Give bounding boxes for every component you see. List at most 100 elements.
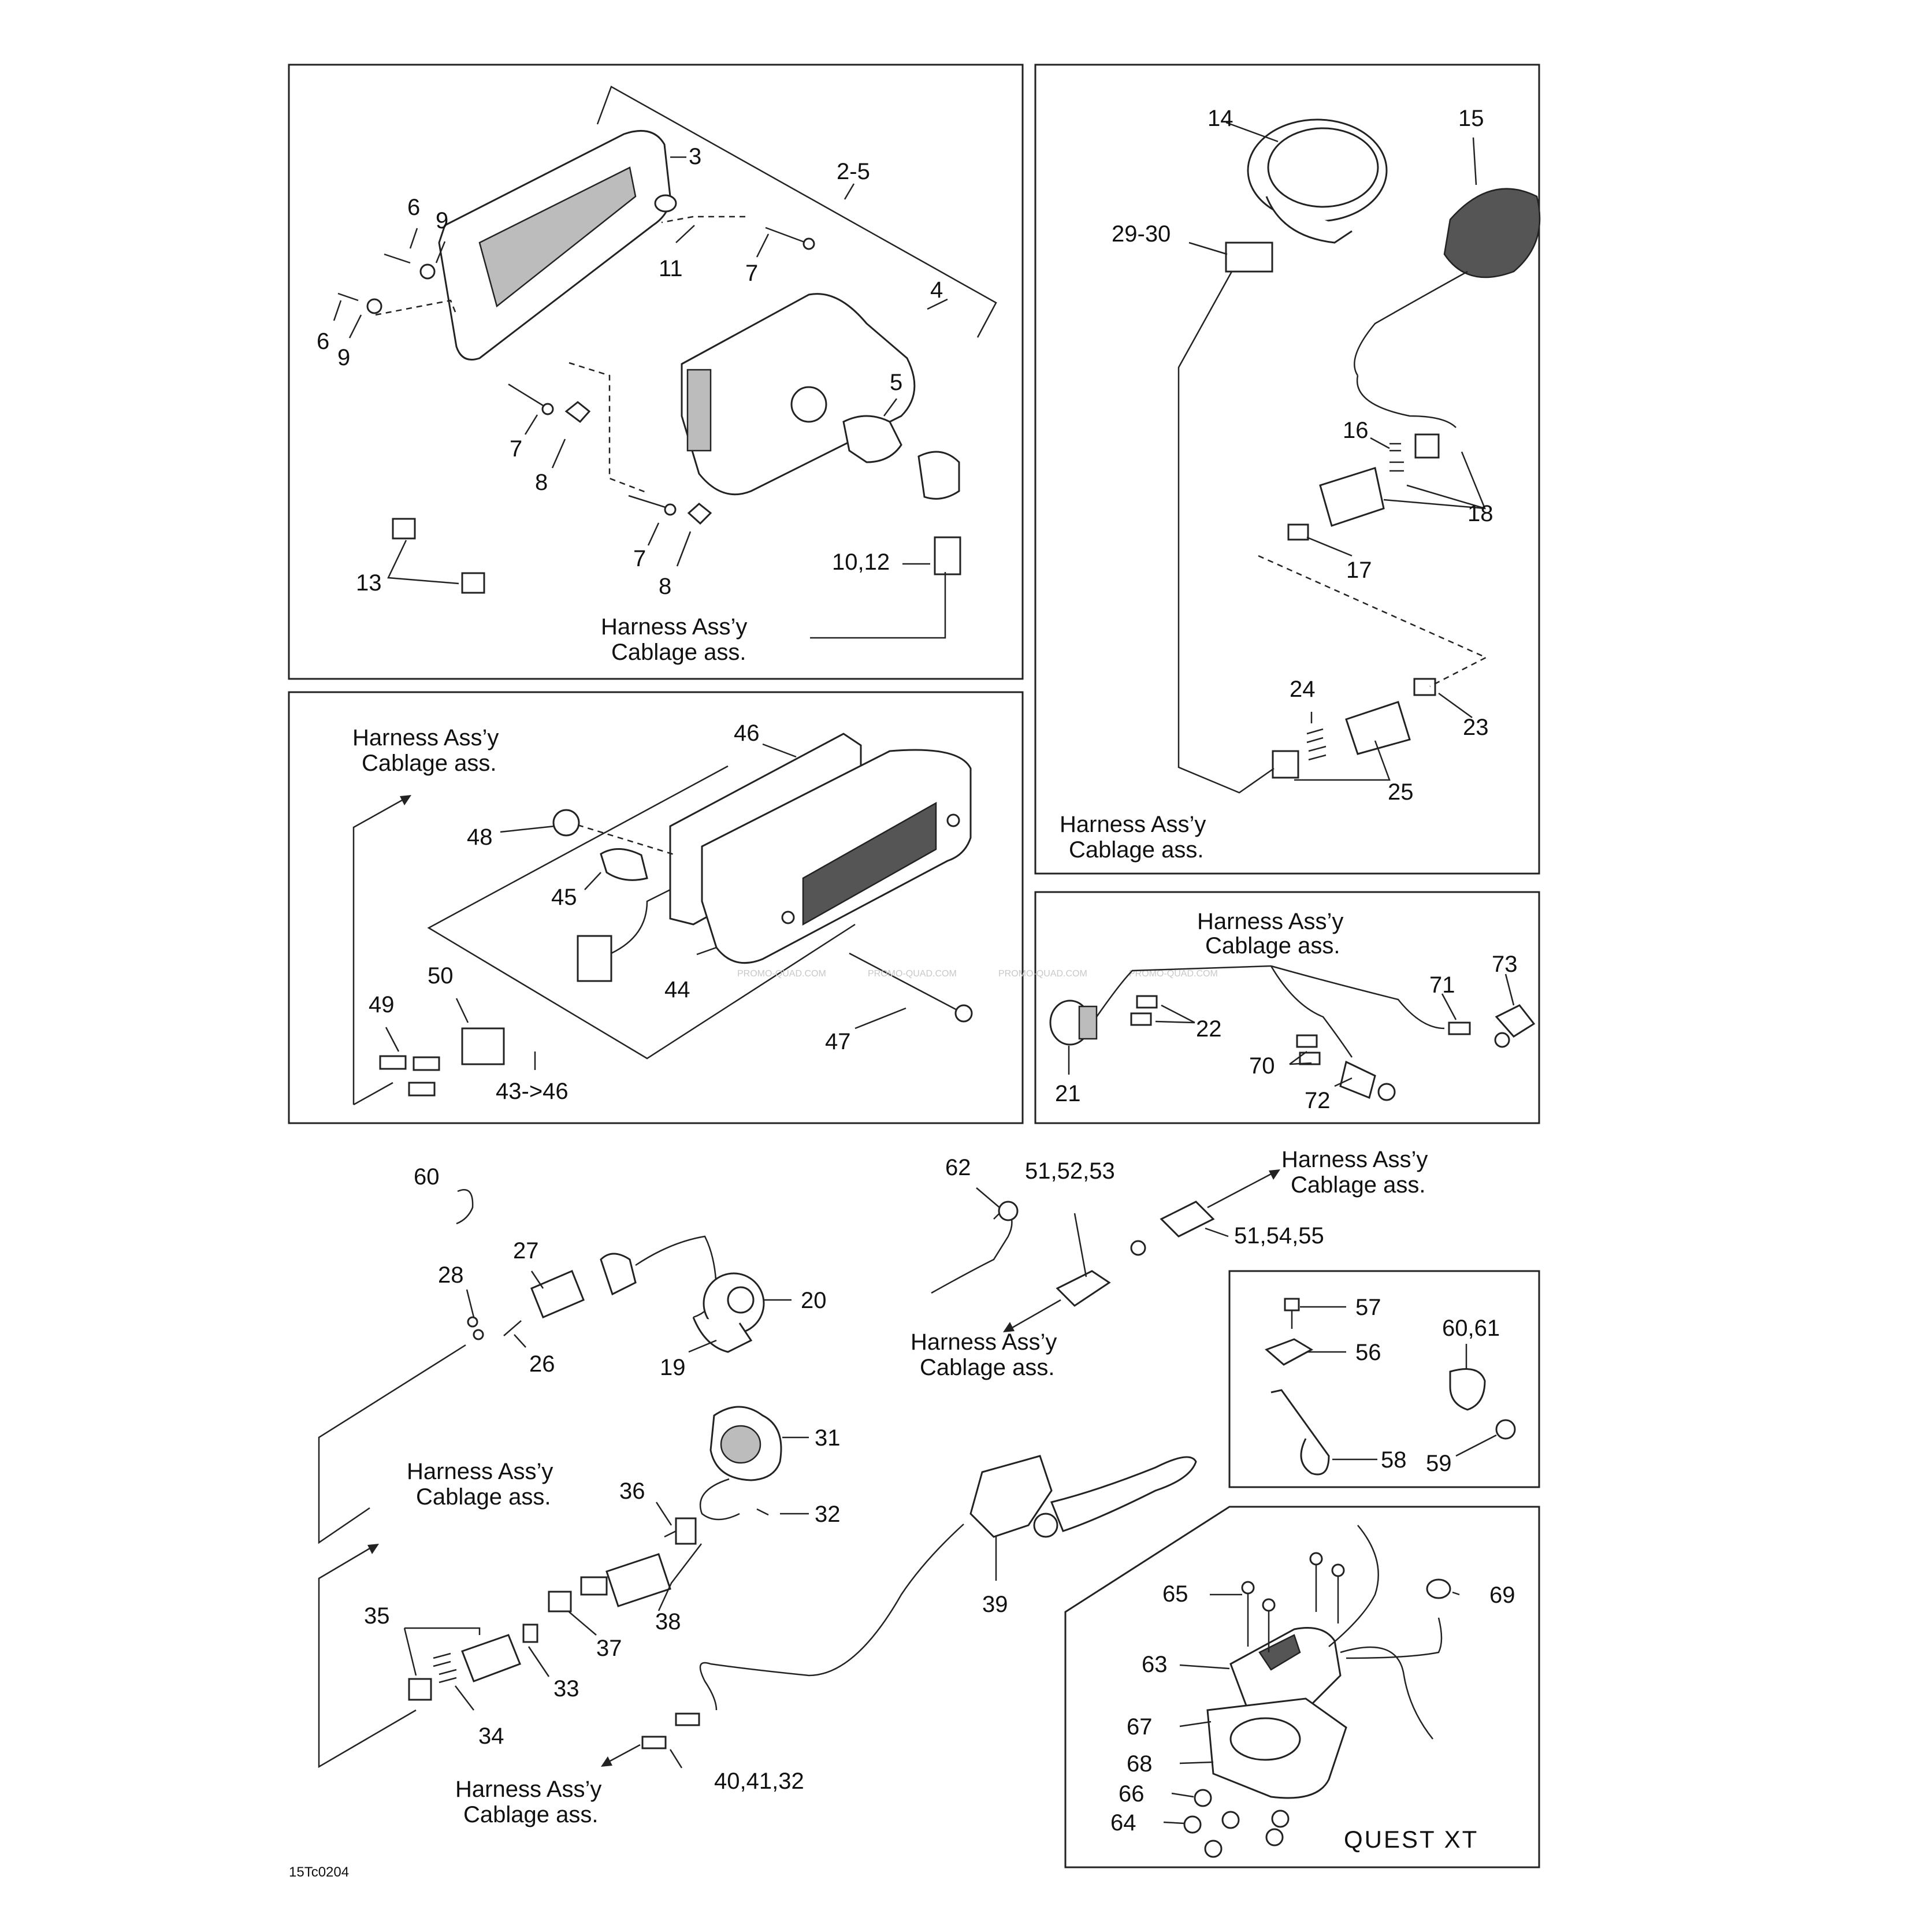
callout-70: 70: [1249, 1053, 1275, 1079]
watermark: PROMO-QUAD.COM: [868, 969, 957, 979]
callout-40-41-32: 40,41,32: [714, 1768, 804, 1794]
fasteners-assembly: [1265, 1298, 1516, 1476]
connector-part: [530, 1270, 585, 1318]
callout-65: 65: [1162, 1581, 1188, 1607]
callout-33: 33: [553, 1676, 579, 1701]
taillight-assembly: [352, 733, 973, 1106]
headlamp-panel: [288, 64, 1024, 680]
callout-2-5: 2-5: [837, 159, 870, 184]
harness-label: Harness Ass’y: [352, 725, 499, 750]
callout-17: 17: [1346, 558, 1372, 583]
watermark: PROMO-QUAD.COM: [1129, 969, 1218, 979]
watermark: PROMO-QUAD.COM: [737, 969, 826, 979]
callout-10-12: 10,12: [832, 549, 890, 575]
callout-35: 35: [364, 1603, 390, 1629]
callout-51-54-55: 51,54,55: [1234, 1223, 1324, 1249]
callout-6: 6: [317, 329, 329, 354]
callout-5: 5: [890, 370, 902, 395]
callout-68: 68: [1127, 1751, 1153, 1777]
actuator-housing-part: [1229, 1627, 1342, 1711]
fasteners-panel: [1228, 1270, 1540, 1488]
callout-37: 37: [596, 1636, 622, 1661]
callout-22: 22: [1196, 1016, 1222, 1042]
brake-switch-callouts: 62 51,52,53 51,54,55 Harness Ass’y Cabla…: [911, 1147, 1428, 1380]
harness-label: Harness Ass’y: [407, 1459, 553, 1484]
callout-57: 57: [1355, 1295, 1381, 1320]
callout-47: 47: [825, 1029, 851, 1054]
harness-label: Harness Ass’y: [1281, 1147, 1428, 1172]
callout-6: 6: [407, 195, 420, 220]
quest-xt-panel: [1064, 1506, 1540, 1868]
callout-50: 50: [428, 963, 454, 989]
callout-48: 48: [467, 824, 493, 850]
taillight-panel: [288, 691, 1024, 1124]
connector-part: [1056, 1270, 1111, 1307]
callout-29-30: 29-30: [1112, 221, 1171, 247]
callout-23: 23: [1463, 715, 1489, 740]
harness-label-fr: Cablage ass.: [1291, 1172, 1425, 1198]
ignition-callouts: 60 27 28 20 26 19: [414, 1164, 827, 1380]
gauge-part: [1443, 188, 1541, 278]
callout-15: 15: [1458, 106, 1484, 131]
handlebar-assembly: [318, 1406, 1197, 1768]
watermark: PROMO-QUAD.COM: [998, 969, 1087, 979]
harness-label-fr: Cablage ass.: [1069, 837, 1203, 863]
switches-panel: [1034, 891, 1540, 1124]
callout-7: 7: [510, 436, 522, 462]
switches-callouts: Harness Ass’y Cablage ass. 73 71 22 70 7…: [1055, 909, 1518, 1113]
callout-69: 69: [1489, 1582, 1515, 1608]
callout-44: 44: [664, 977, 690, 1002]
cable-tie-part: [1270, 1389, 1330, 1476]
callout-60-61: 60,61: [1442, 1316, 1500, 1341]
fasteners-callouts: 57 60,61 56 58 59: [1355, 1295, 1500, 1476]
harness-label-fr: Cablage ass.: [463, 1802, 598, 1827]
sensor-part: [1495, 1004, 1536, 1038]
callout-9: 9: [436, 208, 448, 233]
switches-assembly: [1049, 965, 1536, 1101]
gauges-callouts: 14 15 29-30 16 18 17 24 23 25 Harness As…: [1060, 106, 1493, 863]
callout-31: 31: [815, 1425, 841, 1451]
callout-8: 8: [659, 574, 671, 599]
callout-19: 19: [660, 1355, 686, 1380]
bulb-part: [600, 848, 648, 881]
callout-14: 14: [1208, 106, 1233, 131]
callout-7: 7: [633, 546, 646, 571]
callout-11: 11: [659, 256, 683, 281]
quest-xt-assembly: [1163, 1525, 1460, 1858]
callout-46: 46: [734, 720, 760, 746]
callout-39: 39: [982, 1592, 1008, 1617]
taillight-lens-part: [701, 749, 972, 964]
ignition-assembly: [318, 1189, 792, 1544]
harness-label-fr: Cablage ass.: [611, 640, 746, 665]
callout-16: 16: [1343, 418, 1369, 443]
callout-4: 4: [930, 277, 943, 303]
callout-7: 7: [745, 261, 758, 286]
callout-36: 36: [619, 1478, 645, 1504]
callout-34: 34: [478, 1723, 504, 1749]
handlebar-callouts: 31 32 36 38 37 35 33 34 39 40,41,32 Harn…: [364, 1425, 1008, 1827]
callout-24: 24: [1290, 677, 1316, 702]
callout-58: 58: [1381, 1447, 1407, 1473]
master-cylinder-part: [969, 1455, 1053, 1538]
callout-56: 56: [1355, 1340, 1381, 1365]
callout-60: 60: [414, 1164, 440, 1190]
callout-66: 66: [1119, 1781, 1145, 1807]
callout-64: 64: [1110, 1810, 1136, 1836]
callout-32: 32: [815, 1502, 841, 1527]
gauges-assembly: [1177, 118, 1541, 794]
callout-45: 45: [551, 885, 577, 910]
callout-51-52-53: 51,52,53: [1025, 1158, 1115, 1184]
callout-20: 20: [801, 1288, 827, 1313]
panel-frames: [288, 64, 1540, 1868]
callout-59: 59: [1426, 1451, 1452, 1476]
callout-21: 21: [1055, 1081, 1081, 1106]
harness-label: Harness Ass’y: [455, 1777, 601, 1802]
harness-label-fr: Cablage ass.: [1205, 933, 1340, 958]
taillight-callouts: Harness Ass’y Cablage ass. 46 48 45 44 4…: [352, 720, 851, 1104]
callout-13: 13: [356, 570, 382, 596]
callout-73: 73: [1492, 952, 1518, 977]
callout-26: 26: [529, 1351, 555, 1377]
callout-25: 25: [1388, 779, 1414, 805]
harness-label-fr: Cablage ass.: [416, 1484, 551, 1510]
